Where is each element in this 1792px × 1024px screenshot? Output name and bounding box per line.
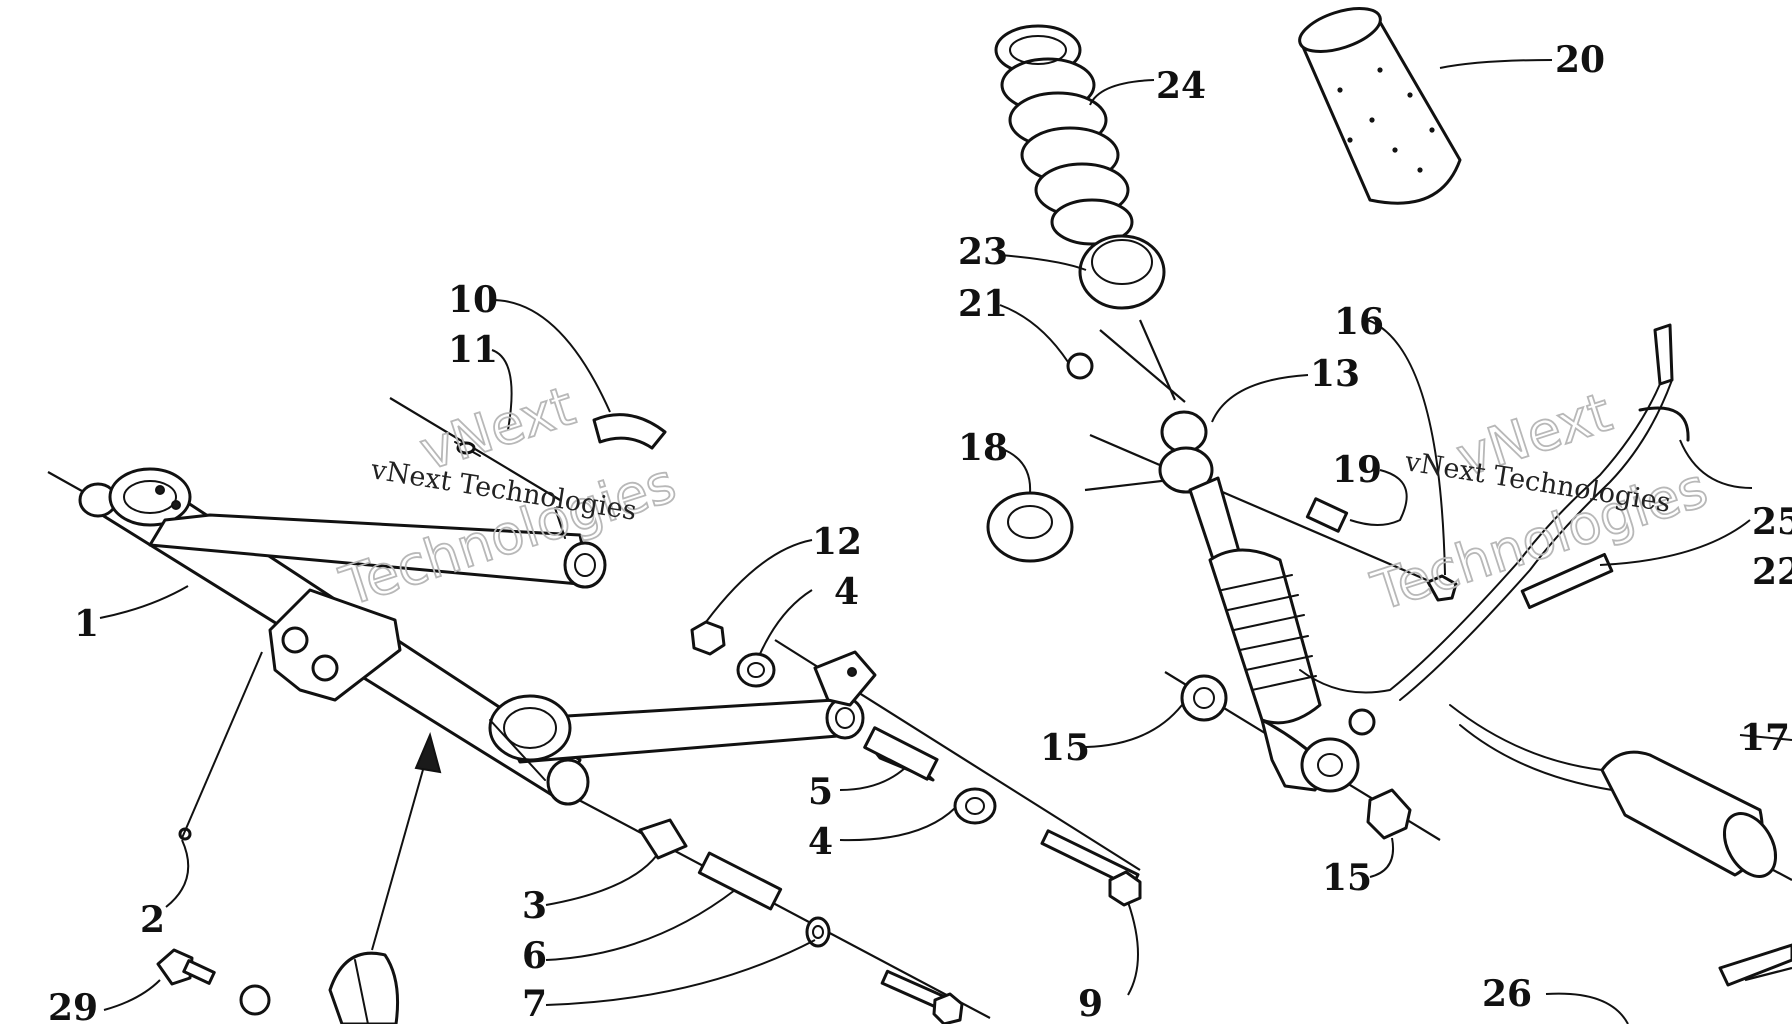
- shock-ribs: [1221, 574, 1317, 691]
- callout-4-lower: 4: [808, 821, 833, 863]
- callout-13: 13: [1310, 353, 1360, 395]
- callout-10: 10: [448, 279, 498, 321]
- callout-17: 17: [1740, 717, 1790, 759]
- boot-texture: [1337, 67, 1435, 173]
- callout-16: 16: [1334, 301, 1384, 343]
- watermark-left: vNext Technologies vNext Technologies: [332, 373, 684, 619]
- callout-26: 26: [1482, 973, 1532, 1015]
- callout-18: 18: [958, 427, 1008, 469]
- callout-22: 22: [1752, 551, 1792, 593]
- callout-23: 23: [958, 231, 1008, 273]
- callout-29: 29: [48, 987, 98, 1024]
- callout-12: 12: [812, 521, 862, 563]
- leader-lines: [99, 59, 1792, 1024]
- callout-11: 11: [448, 329, 498, 371]
- callout-24: 24: [1156, 65, 1206, 107]
- callout-3: 3: [522, 885, 547, 927]
- shock-assembly: [986, 7, 1792, 987]
- callout-15-left: 15: [1040, 727, 1090, 769]
- callout-25: 25: [1752, 501, 1792, 543]
- a-arm-assembly: [78, 467, 877, 806]
- callout-20: 20: [1555, 39, 1605, 81]
- callout-1: 1: [74, 603, 99, 645]
- callout-9: 9: [1078, 983, 1103, 1024]
- callout-19: 19: [1332, 449, 1382, 491]
- callout-2: 2: [140, 899, 165, 941]
- callout-21: 21: [958, 283, 1008, 325]
- callout-15-right: 15: [1322, 857, 1372, 899]
- callout-6: 6: [522, 935, 547, 977]
- callout-5: 5: [808, 771, 833, 813]
- callout-labels: 1 2 3 6 7 10 11 12 4 5 4 9 24 20 23 21 1…: [48, 39, 1792, 1024]
- callout-7: 7: [522, 983, 547, 1024]
- callout-4-upper: 4: [834, 571, 859, 613]
